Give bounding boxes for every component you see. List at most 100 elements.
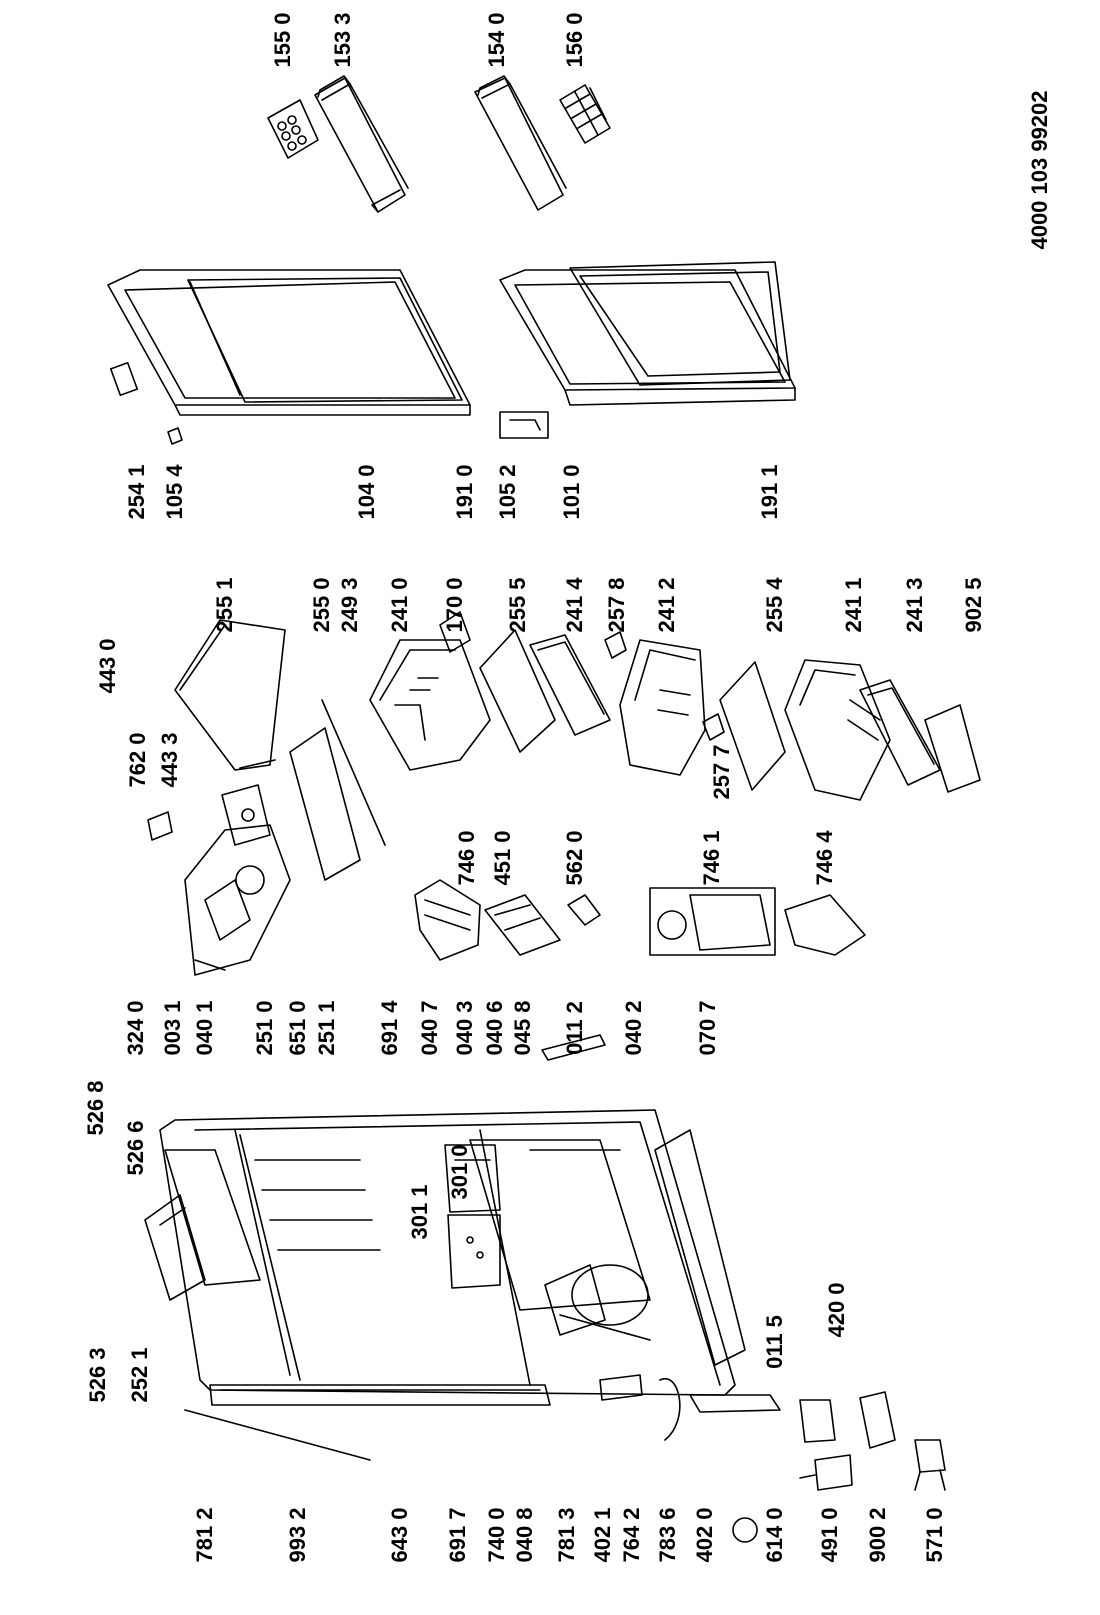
- trim-902-5-icon: [924, 704, 981, 793]
- label-241-3: 241 3: [902, 577, 927, 633]
- label-254-1: 254 1: [124, 464, 149, 520]
- label-251-1: 251 1: [314, 1000, 339, 1056]
- label-252-1: 252 1: [127, 1347, 152, 1403]
- label-762-0: 762 0: [125, 732, 150, 788]
- crisper-drawer-241-0-icon: [369, 639, 491, 771]
- bracket-011-5-icon: [689, 1394, 781, 1413]
- bracket-011-2-icon: [541, 1034, 606, 1061]
- label-105-2: 105 2: [495, 464, 520, 520]
- label-781-3: 781 3: [554, 1507, 579, 1563]
- label-691-4: 691 4: [377, 1000, 402, 1056]
- label-301-1: 301 1: [407, 1184, 432, 1240]
- label-562-0: 562 0: [562, 830, 587, 886]
- ptc-301-1-icon: [447, 1214, 501, 1289]
- filter-764-2-icon: [599, 1374, 643, 1401]
- label-526-8: 526 8: [83, 1080, 108, 1136]
- label-324-0: 324 0: [123, 1000, 148, 1056]
- label-255-5: 255 5: [505, 577, 530, 633]
- label-443-0: 443 0: [95, 638, 120, 694]
- clip-257-7-icon: [702, 713, 725, 741]
- label-251-0: 251 0: [252, 1000, 277, 1056]
- label-153-3: 153 3: [330, 12, 355, 68]
- drawer-front-241-3-icon: [859, 679, 941, 786]
- label-900-2: 900 2: [865, 1507, 890, 1563]
- lamp-bar-526-icon: [164, 1149, 261, 1286]
- pipe-781-2-icon: [184, 1409, 371, 1461]
- condenser-740-icon: [209, 1384, 551, 1406]
- glass-shelf-255-0-icon: [289, 727, 361, 881]
- label-257-8: 257 8: [604, 577, 629, 633]
- glass-shelf-255-5-icon: [479, 629, 556, 753]
- heater-451-icon: [484, 894, 561, 956]
- door-gasket-191-1-icon: [569, 261, 791, 386]
- label-070-7: 070 7: [695, 1000, 720, 1056]
- label-170-0: 170 0: [442, 577, 467, 633]
- clip-257-8-icon: [604, 631, 627, 659]
- label-040-1: 040 1: [192, 1000, 217, 1056]
- label-191-0: 191 0: [452, 464, 477, 520]
- label-105-4: 105 4: [162, 464, 187, 520]
- label-691-7: 691 7: [445, 1507, 470, 1563]
- label-443-3: 443 3: [157, 732, 182, 788]
- document-code: 4000 103 99202: [1027, 90, 1052, 250]
- drawer-front-241-4-icon: [529, 634, 611, 736]
- label-040-7: 040 7: [417, 1000, 442, 1056]
- label-241-2: 241 2: [654, 577, 679, 633]
- label-571-0: 571 0: [922, 1507, 947, 1563]
- label-040-2: 040 2: [621, 1000, 646, 1056]
- label-740-0: 740 0: [484, 1507, 509, 1563]
- label-301-0: 301 0: [447, 1144, 472, 1200]
- door-shelf-153-icon: [314, 75, 409, 213]
- label-614-0: 614 0: [762, 1507, 787, 1563]
- label-011-2: 011 2: [562, 1001, 587, 1055]
- sensor-762-icon: [147, 811, 173, 841]
- hinge-105-2-icon: [499, 411, 549, 439]
- label-402-0: 402 0: [692, 1507, 717, 1563]
- label-651-0: 651 0: [285, 1000, 310, 1056]
- evaporator-746-0-icon: [414, 879, 481, 961]
- bracket-900-2-icon: [859, 1391, 896, 1449]
- label-526-3: 526 3: [85, 1347, 110, 1403]
- label-783-6: 783 6: [655, 1507, 680, 1563]
- label-902-5: 902 5: [961, 577, 986, 633]
- compressor-402-icon: [544, 1264, 651, 1341]
- label-241-0: 241 0: [387, 577, 412, 633]
- label-154-0: 154 0: [484, 12, 509, 68]
- label-643-0: 643 0: [387, 1507, 412, 1563]
- label-241-4: 241 4: [562, 577, 587, 633]
- label-040-3: 040 3: [452, 1000, 477, 1056]
- label-155-0: 155 0: [270, 12, 295, 68]
- tube-783-6-icon: [659, 1377, 681, 1441]
- glass-shelf-255-4-icon: [719, 661, 786, 791]
- thermostat-301-icon: [444, 1144, 501, 1213]
- label-491-0: 491 0: [817, 1507, 842, 1563]
- shelf-trim-249-3-icon: [321, 699, 386, 846]
- hinge-cap-105-4-icon: [167, 427, 183, 445]
- fan-box-746-1-icon: [649, 887, 776, 956]
- label-781-2: 781 2: [192, 1507, 217, 1563]
- freezer-drawer-241-2-icon: [619, 639, 706, 776]
- label-746-4: 746 4: [812, 830, 837, 886]
- cabinet-icon: [159, 1109, 736, 1396]
- freezer-drawer-241-1-icon: [784, 659, 891, 801]
- ice-tray-156-icon: [559, 84, 611, 144]
- label-040-6: 040 6: [482, 1000, 507, 1056]
- label-191-1: 191 1: [757, 464, 782, 520]
- label-241-1: 241 1: [841, 577, 866, 633]
- fan-cover-443-3-icon: [221, 784, 271, 846]
- label-101-0: 101 0: [559, 464, 584, 520]
- label-040-8: 040 8: [512, 1507, 537, 1563]
- label-420-0: 420 0: [824, 1282, 849, 1338]
- base-trim-070-7-icon: [654, 1129, 746, 1366]
- label-257-7: 257 7: [709, 744, 734, 800]
- fridge-door-104-icon: [107, 269, 471, 416]
- part-614-icon: [732, 1517, 758, 1543]
- capacitor-420-icon: [799, 1454, 853, 1491]
- glass-shelf-255-1-icon: [174, 619, 286, 771]
- label-156-0: 156 0: [562, 12, 587, 68]
- label-255-4: 255 4: [762, 577, 787, 633]
- label-746-1: 746 1: [699, 830, 724, 886]
- freezer-door-101-icon: [499, 269, 796, 406]
